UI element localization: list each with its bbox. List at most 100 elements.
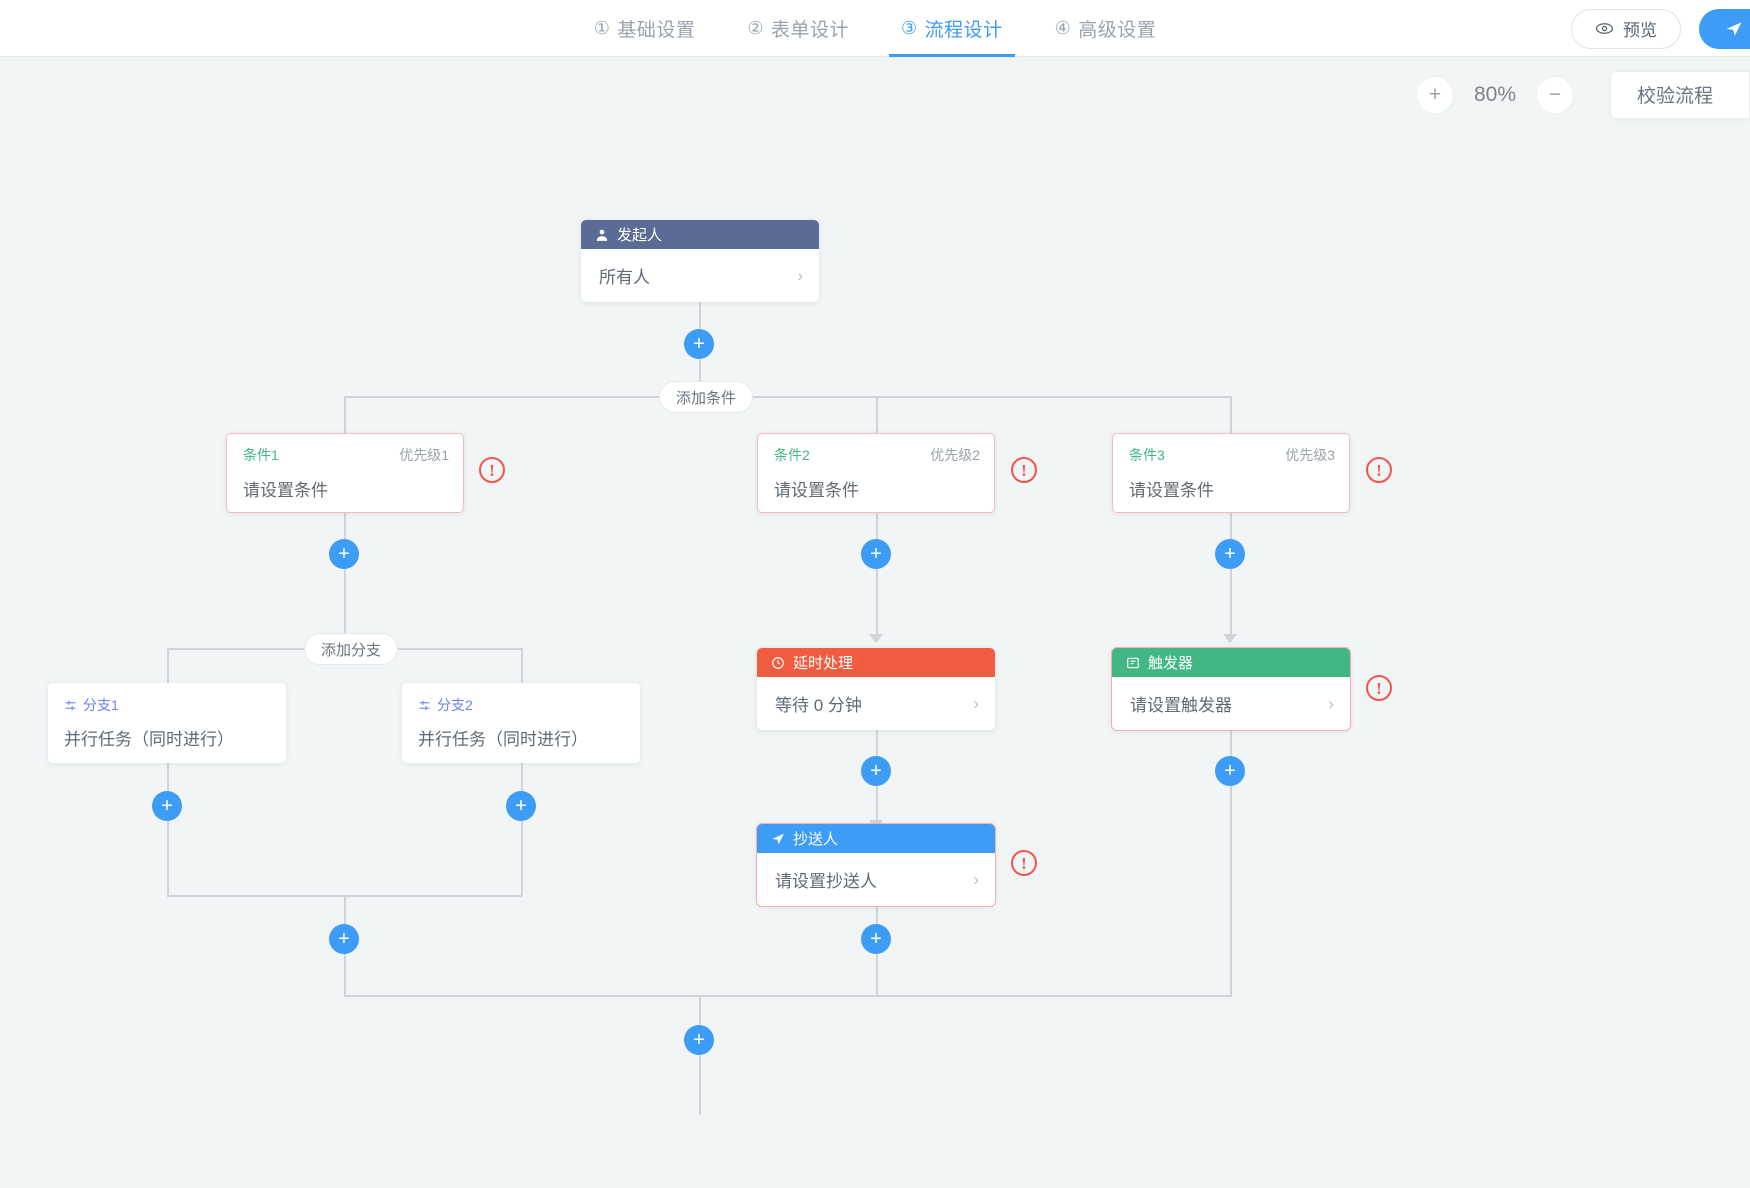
canvas-toolbar: + 80% − 校验流程 bbox=[0, 57, 1750, 132]
warning-icon-condition-3[interactable]: ! bbox=[1366, 457, 1392, 483]
arrow-head bbox=[1223, 634, 1237, 643]
flow-canvas[interactable]: 发起人 所有人 › + 添加条件 条件1 优先级1 请设置条件 ! 条件2 优先… bbox=[0, 57, 1750, 1188]
zoom-out-button[interactable]: − bbox=[1536, 75, 1574, 114]
condition-1-header: 条件1 优先级1 bbox=[243, 445, 449, 465]
flow-stage: 发起人 所有人 › + 添加条件 条件1 优先级1 请设置条件 ! 条件2 优先… bbox=[0, 57, 1750, 1188]
send-icon bbox=[771, 832, 785, 846]
warning-icon-trigger[interactable]: ! bbox=[1366, 675, 1392, 701]
connector-line bbox=[699, 359, 701, 397]
connector-line bbox=[1230, 730, 1232, 756]
connector-line bbox=[876, 954, 878, 997]
conditions-merge-line bbox=[344, 995, 1231, 997]
warning-icon-condition-1[interactable]: ! bbox=[479, 457, 505, 483]
branch-2-header: 分支2 bbox=[418, 695, 626, 715]
add-node-button-delay[interactable]: + bbox=[861, 756, 891, 786]
condition-2-name: 条件2 bbox=[774, 447, 810, 463]
node-trigger-body[interactable]: 请设置触发器 › bbox=[1112, 677, 1350, 730]
condition-3-name: 条件3 bbox=[1129, 447, 1165, 463]
node-initiator-title: 发起人 bbox=[617, 227, 663, 244]
tab-flow-design[interactable]: ③ 流程设计 bbox=[875, 0, 1029, 57]
condition-1-priority: 优先级1 bbox=[399, 447, 449, 463]
eye-icon bbox=[1595, 19, 1614, 38]
connector-line bbox=[876, 786, 878, 828]
step-number-4: ④ bbox=[1054, 17, 1072, 38]
node-trigger[interactable]: 触发器 请设置触发器 › bbox=[1112, 648, 1350, 730]
chevron-right-icon: › bbox=[973, 869, 979, 889]
tab-advanced-settings[interactable]: ④ 高级设置 bbox=[1029, 0, 1183, 57]
user-icon bbox=[595, 228, 609, 242]
node-trigger-value: 请设置触发器 bbox=[1130, 696, 1232, 715]
wizard-header: ① 基础设置 ② 表单设计 ③ 流程设计 ④ 高级设置 预览 bbox=[0, 0, 1750, 57]
node-delay-body[interactable]: 等待 0 分钟 › bbox=[757, 677, 995, 730]
branch-2-value: 并行任务（同时进行） bbox=[418, 730, 588, 749]
add-node-button-b2[interactable]: + bbox=[506, 791, 536, 821]
preview-label: 预览 bbox=[1623, 21, 1657, 40]
connector-line bbox=[167, 821, 169, 896]
node-initiator-header: 发起人 bbox=[581, 220, 819, 249]
condition-3-header: 条件3 优先级3 bbox=[1129, 445, 1335, 465]
connector-line bbox=[876, 906, 878, 932]
node-condition-2[interactable]: 条件2 优先级2 请设置条件 bbox=[757, 433, 995, 513]
connector-line bbox=[344, 513, 346, 539]
node-initiator-body[interactable]: 所有人 › bbox=[581, 249, 819, 302]
add-node-button-trigger[interactable]: + bbox=[1215, 756, 1245, 786]
preview-button[interactable]: 预览 bbox=[1571, 8, 1681, 49]
connector-line bbox=[344, 396, 346, 443]
node-cc-header: 抄送人 bbox=[757, 824, 995, 853]
node-cc-value: 请设置抄送人 bbox=[775, 872, 877, 891]
validate-flow-button[interactable]: 校验流程 bbox=[1610, 70, 1750, 119]
condition-1-name: 条件1 bbox=[243, 447, 279, 463]
connector-line bbox=[699, 995, 701, 1038]
branch-1-header: 分支1 bbox=[64, 695, 272, 715]
branch-split-line bbox=[344, 396, 1231, 398]
add-node-button-end[interactable]: + bbox=[684, 1025, 714, 1055]
add-node-button-c1[interactable]: + bbox=[329, 539, 359, 569]
tab-basic-settings[interactable]: ① 基础设置 bbox=[568, 0, 722, 57]
add-node-button-c2[interactable]: + bbox=[861, 539, 891, 569]
add-node-button-c3[interactable]: + bbox=[1215, 539, 1245, 569]
condition-2-value: 请设置条件 bbox=[774, 481, 859, 500]
node-trigger-title: 触发器 bbox=[1148, 655, 1194, 672]
add-branch-button[interactable]: 添加分支 bbox=[304, 633, 399, 665]
add-node-button-root[interactable]: + bbox=[684, 329, 714, 359]
node-delay-header: 延时处理 bbox=[757, 648, 995, 677]
trigger-icon bbox=[1126, 656, 1140, 670]
chevron-right-icon: › bbox=[973, 693, 979, 713]
node-condition-1[interactable]: 条件1 优先级1 请设置条件 bbox=[226, 433, 464, 513]
step-label-2: 表单设计 bbox=[770, 19, 849, 41]
add-node-button-b1[interactable]: + bbox=[152, 791, 182, 821]
node-cc[interactable]: 抄送人 请设置抄送人 › bbox=[757, 824, 995, 906]
connector-line bbox=[521, 648, 523, 688]
add-node-button-cc[interactable]: + bbox=[861, 924, 891, 954]
branch-icon bbox=[64, 699, 77, 712]
warning-icon-condition-2[interactable]: ! bbox=[1011, 457, 1037, 483]
node-cc-title: 抄送人 bbox=[793, 831, 839, 848]
branch-1-value: 并行任务（同时进行） bbox=[64, 730, 234, 749]
add-condition-button[interactable]: 添加条件 bbox=[659, 381, 754, 413]
condition-2-priority: 优先级2 bbox=[930, 447, 980, 463]
node-condition-3[interactable]: 条件3 优先级3 请设置条件 bbox=[1112, 433, 1350, 513]
step-number-3: ③ bbox=[901, 17, 918, 38]
connector-line bbox=[521, 763, 523, 791]
clock-icon bbox=[771, 656, 785, 670]
connector-line bbox=[344, 569, 346, 634]
zoom-in-button[interactable]: + bbox=[1416, 75, 1454, 114]
condition-3-priority: 优先级3 bbox=[1285, 447, 1335, 463]
connector-line bbox=[1230, 513, 1232, 539]
tab-form-design[interactable]: ② 表单设计 bbox=[721, 0, 875, 57]
publish-button[interactable]: 发布 bbox=[1699, 8, 1750, 49]
node-branch-2[interactable]: 分支2 并行任务（同时进行） bbox=[402, 683, 640, 763]
branch-icon bbox=[418, 699, 431, 712]
branch-1-name: 分支1 bbox=[83, 697, 119, 713]
warning-icon-cc[interactable]: ! bbox=[1011, 850, 1037, 876]
node-delay-value: 等待 0 分钟 bbox=[775, 696, 862, 715]
node-initiator[interactable]: 发起人 所有人 › bbox=[581, 220, 819, 302]
add-node-button-c1-end[interactable]: + bbox=[329, 924, 359, 954]
node-trigger-header: 触发器 bbox=[1112, 648, 1350, 677]
node-cc-body[interactable]: 请设置抄送人 › bbox=[757, 853, 995, 906]
node-delay[interactable]: 延时处理 等待 0 分钟 › bbox=[757, 648, 995, 730]
connector-line bbox=[699, 1055, 701, 1115]
connector-line bbox=[876, 730, 878, 756]
node-branch-1[interactable]: 分支1 并行任务（同时进行） bbox=[48, 683, 286, 763]
step-label-1: 基础设置 bbox=[617, 19, 696, 41]
